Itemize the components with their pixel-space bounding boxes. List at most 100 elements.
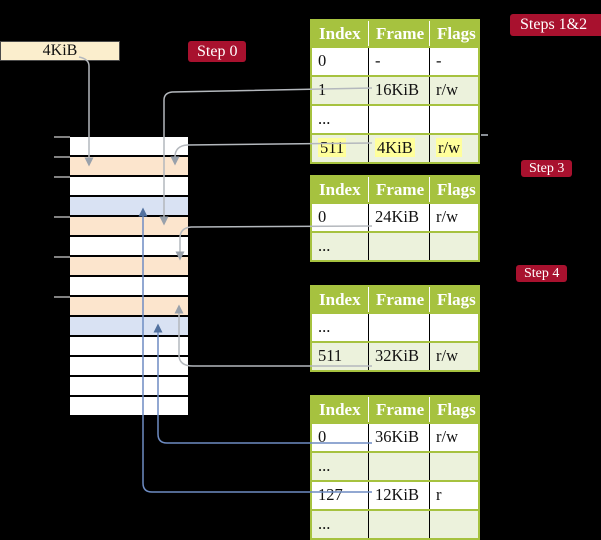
- address-tick: [54, 136, 70, 138]
- page-table-cell: 1: [312, 77, 369, 104]
- memory-frame-row-10: [70, 335, 188, 355]
- column-header-index: Index: [312, 397, 369, 422]
- address-tick: [54, 176, 70, 178]
- memory-frame-row-11: [70, 355, 188, 375]
- memory-frame-row-13: [70, 395, 188, 415]
- page-table-row: 127 12KiB r: [312, 480, 478, 509]
- page-table-cell: [369, 453, 430, 480]
- page-table-cell: 0: [312, 204, 369, 231]
- page-table-cell: r: [430, 482, 478, 509]
- page-table-diagram: { "pointer_box": { "label": "4KiB" }, "b…: [0, 14, 601, 540]
- cell-text: r/w: [436, 80, 458, 99]
- cell-text: r: [436, 485, 442, 504]
- page-table-cell: ...: [312, 233, 369, 260]
- memory-frame-row-8: [70, 295, 188, 315]
- memory-frame-row-3: [70, 195, 188, 215]
- cell-text: ...: [318, 456, 331, 475]
- cell-text: 32KiB: [375, 346, 420, 365]
- page-table-cell: ...: [312, 453, 369, 480]
- memory-frame-row-9: [70, 315, 188, 335]
- page-table-cell: r/w: [430, 135, 478, 162]
- cell-text: -: [436, 51, 442, 70]
- page-table-cell: r/w: [430, 204, 478, 231]
- cell-text: 16KiB: [375, 80, 420, 99]
- highlighted-cell-text: 4KiB: [375, 138, 415, 157]
- column-header-index: Index: [312, 177, 369, 202]
- page-table-row: 511 32KiB r/w: [312, 341, 478, 370]
- cell-text: 24KiB: [375, 207, 420, 226]
- page-table-row: ...: [312, 231, 478, 260]
- cell-text: 0: [318, 427, 327, 446]
- cell-text: 127: [318, 485, 343, 504]
- page-table-cell: r/w: [430, 424, 478, 451]
- column-header-flags: Flags: [437, 180, 476, 199]
- column-header-frame: Frame: [369, 177, 430, 202]
- address-tick: [54, 156, 70, 158]
- cell-text: -: [375, 51, 381, 70]
- page-table-cell: [430, 233, 478, 260]
- page-table-cell: [430, 106, 478, 133]
- memory-frame-row-2: [70, 175, 188, 195]
- page-table-cell: [369, 314, 430, 341]
- badge-step-0: Step 0: [188, 41, 247, 62]
- memory-frame-row-1: [70, 155, 188, 175]
- cell-text: ...: [318, 317, 331, 336]
- badge-step-3: Step 3: [521, 160, 573, 177]
- badge-steps-1-2: Steps 1&2: [510, 14, 601, 36]
- page-table-cell: 511: [312, 343, 369, 370]
- page-table-cell: 32KiB: [369, 343, 430, 370]
- page-table-row: ...: [312, 451, 478, 480]
- page-table-row: ...: [312, 312, 478, 341]
- page-table-cell: 0: [312, 48, 369, 75]
- cell-text: 0: [318, 207, 327, 226]
- cell-text: 511: [318, 346, 343, 365]
- cell-text: 12KiB: [375, 485, 420, 504]
- page-table-cell: [430, 314, 478, 341]
- page-table-cell: 36KiB: [369, 424, 430, 451]
- page-table-cell: 16KiB: [369, 77, 430, 104]
- page-table-cell: r/w: [430, 343, 478, 370]
- page-table-cell: [369, 511, 430, 538]
- column-header-index: Index: [312, 21, 369, 46]
- page-table-cell: ...: [312, 314, 369, 341]
- column-header-frame: Frame: [369, 397, 430, 422]
- page-table-cell: [369, 106, 430, 133]
- page-table-cell: 24KiB: [369, 204, 430, 231]
- column-header-flags: Flags: [437, 290, 476, 309]
- page-table-row: ...: [312, 104, 478, 133]
- memory-frame-row-0: [70, 137, 188, 155]
- page-table-cell: 12KiB: [369, 482, 430, 509]
- address-tick: [54, 256, 70, 258]
- memory-frame-row-4: [70, 215, 188, 235]
- page-table-row: 0 24KiB r/w: [312, 202, 478, 231]
- cell-text: ...: [318, 109, 331, 128]
- page-table-cell: ...: [312, 511, 369, 538]
- page-table-cell: 127: [312, 482, 369, 509]
- page-table-cell: ...: [312, 106, 369, 133]
- column-header-index: Index: [312, 287, 369, 312]
- memory-frame-row-5: [70, 235, 188, 255]
- page-table-cell: [369, 233, 430, 260]
- root-pointer-box: 4KiB: [0, 41, 120, 61]
- cell-text: 36KiB: [375, 427, 420, 446]
- cell-text: r/w: [436, 427, 458, 446]
- cell-text: r/w: [436, 207, 458, 226]
- highlighted-cell-text: r/w: [436, 138, 462, 157]
- page-table-row: ...: [312, 509, 478, 538]
- memory-frame-row-7: [70, 275, 188, 295]
- memory-column: [70, 137, 188, 415]
- cell-text: ...: [318, 236, 331, 255]
- column-header-frame: Frame: [369, 287, 430, 312]
- page-table-cell: [430, 453, 478, 480]
- page-table-cell: [430, 511, 478, 538]
- cell-text: ...: [318, 514, 331, 533]
- page-table-row: 0 36KiB r/w: [312, 422, 478, 451]
